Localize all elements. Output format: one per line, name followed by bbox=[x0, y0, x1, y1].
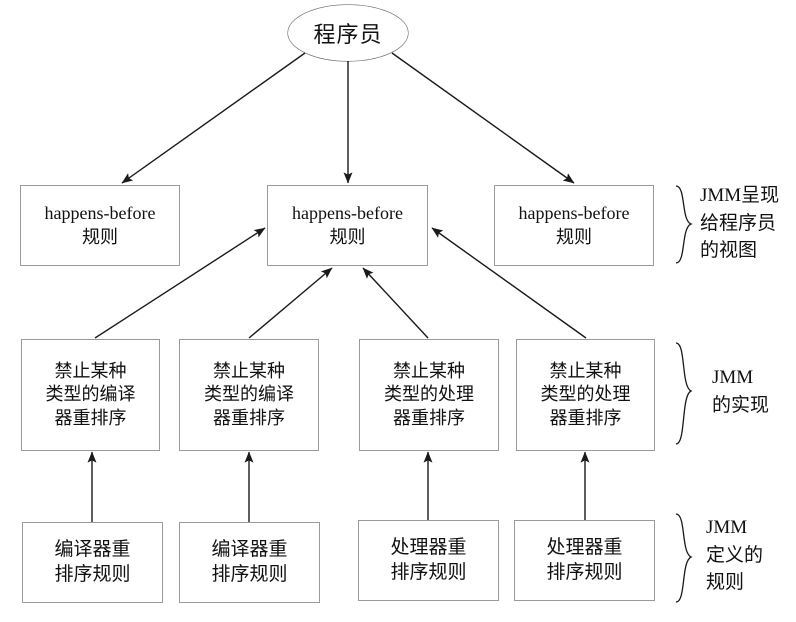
brace-view bbox=[675, 185, 693, 264]
happens-before-box-2[interactable]: happens-before 规则 bbox=[267, 185, 428, 266]
annotation-jmm-view: JMM呈现 给程序员 的视图 bbox=[700, 185, 780, 262]
edge-impl2-to-hb-middle bbox=[248, 267, 333, 339]
annotation-jmm-implementation: JMM 的实现 bbox=[712, 367, 770, 416]
implementation-box-4[interactable]: 禁止某种 类型的处理 器重排序 bbox=[516, 339, 655, 451]
implementation-box-1[interactable]: 禁止某种 类型的编译 器重排序 bbox=[21, 339, 160, 451]
root-node-programmer[interactable]: 程序员 bbox=[288, 5, 408, 61]
rule-box-2[interactable]: 编译器重 排序规则 bbox=[179, 522, 320, 603]
rule-box-4[interactable]: 处理器重 排序规则 bbox=[514, 520, 655, 601]
happens-before-box-3[interactable]: happens-before 规则 bbox=[494, 185, 654, 266]
edge-root-to-hb-right bbox=[391, 52, 575, 184]
edge-impl3-to-hb-middle bbox=[362, 267, 429, 339]
annotation-jmm-defined-rules: JMM 定义的 规则 bbox=[706, 517, 764, 594]
edge-root-to-hb-left bbox=[121, 52, 306, 184]
brace-rules bbox=[675, 513, 693, 603]
rule-box-3[interactable]: 处理器重 排序规则 bbox=[358, 520, 499, 601]
happens-before-box-1[interactable]: happens-before 规则 bbox=[20, 185, 180, 266]
brace-implementation bbox=[675, 342, 693, 445]
rule-box-1[interactable]: 编译器重 排序规则 bbox=[22, 522, 163, 603]
implementation-box-2[interactable]: 禁止某种 类型的编译 器重排序 bbox=[179, 339, 319, 451]
implementation-box-3[interactable]: 禁止某种 类型的处理 器重排序 bbox=[359, 339, 499, 451]
